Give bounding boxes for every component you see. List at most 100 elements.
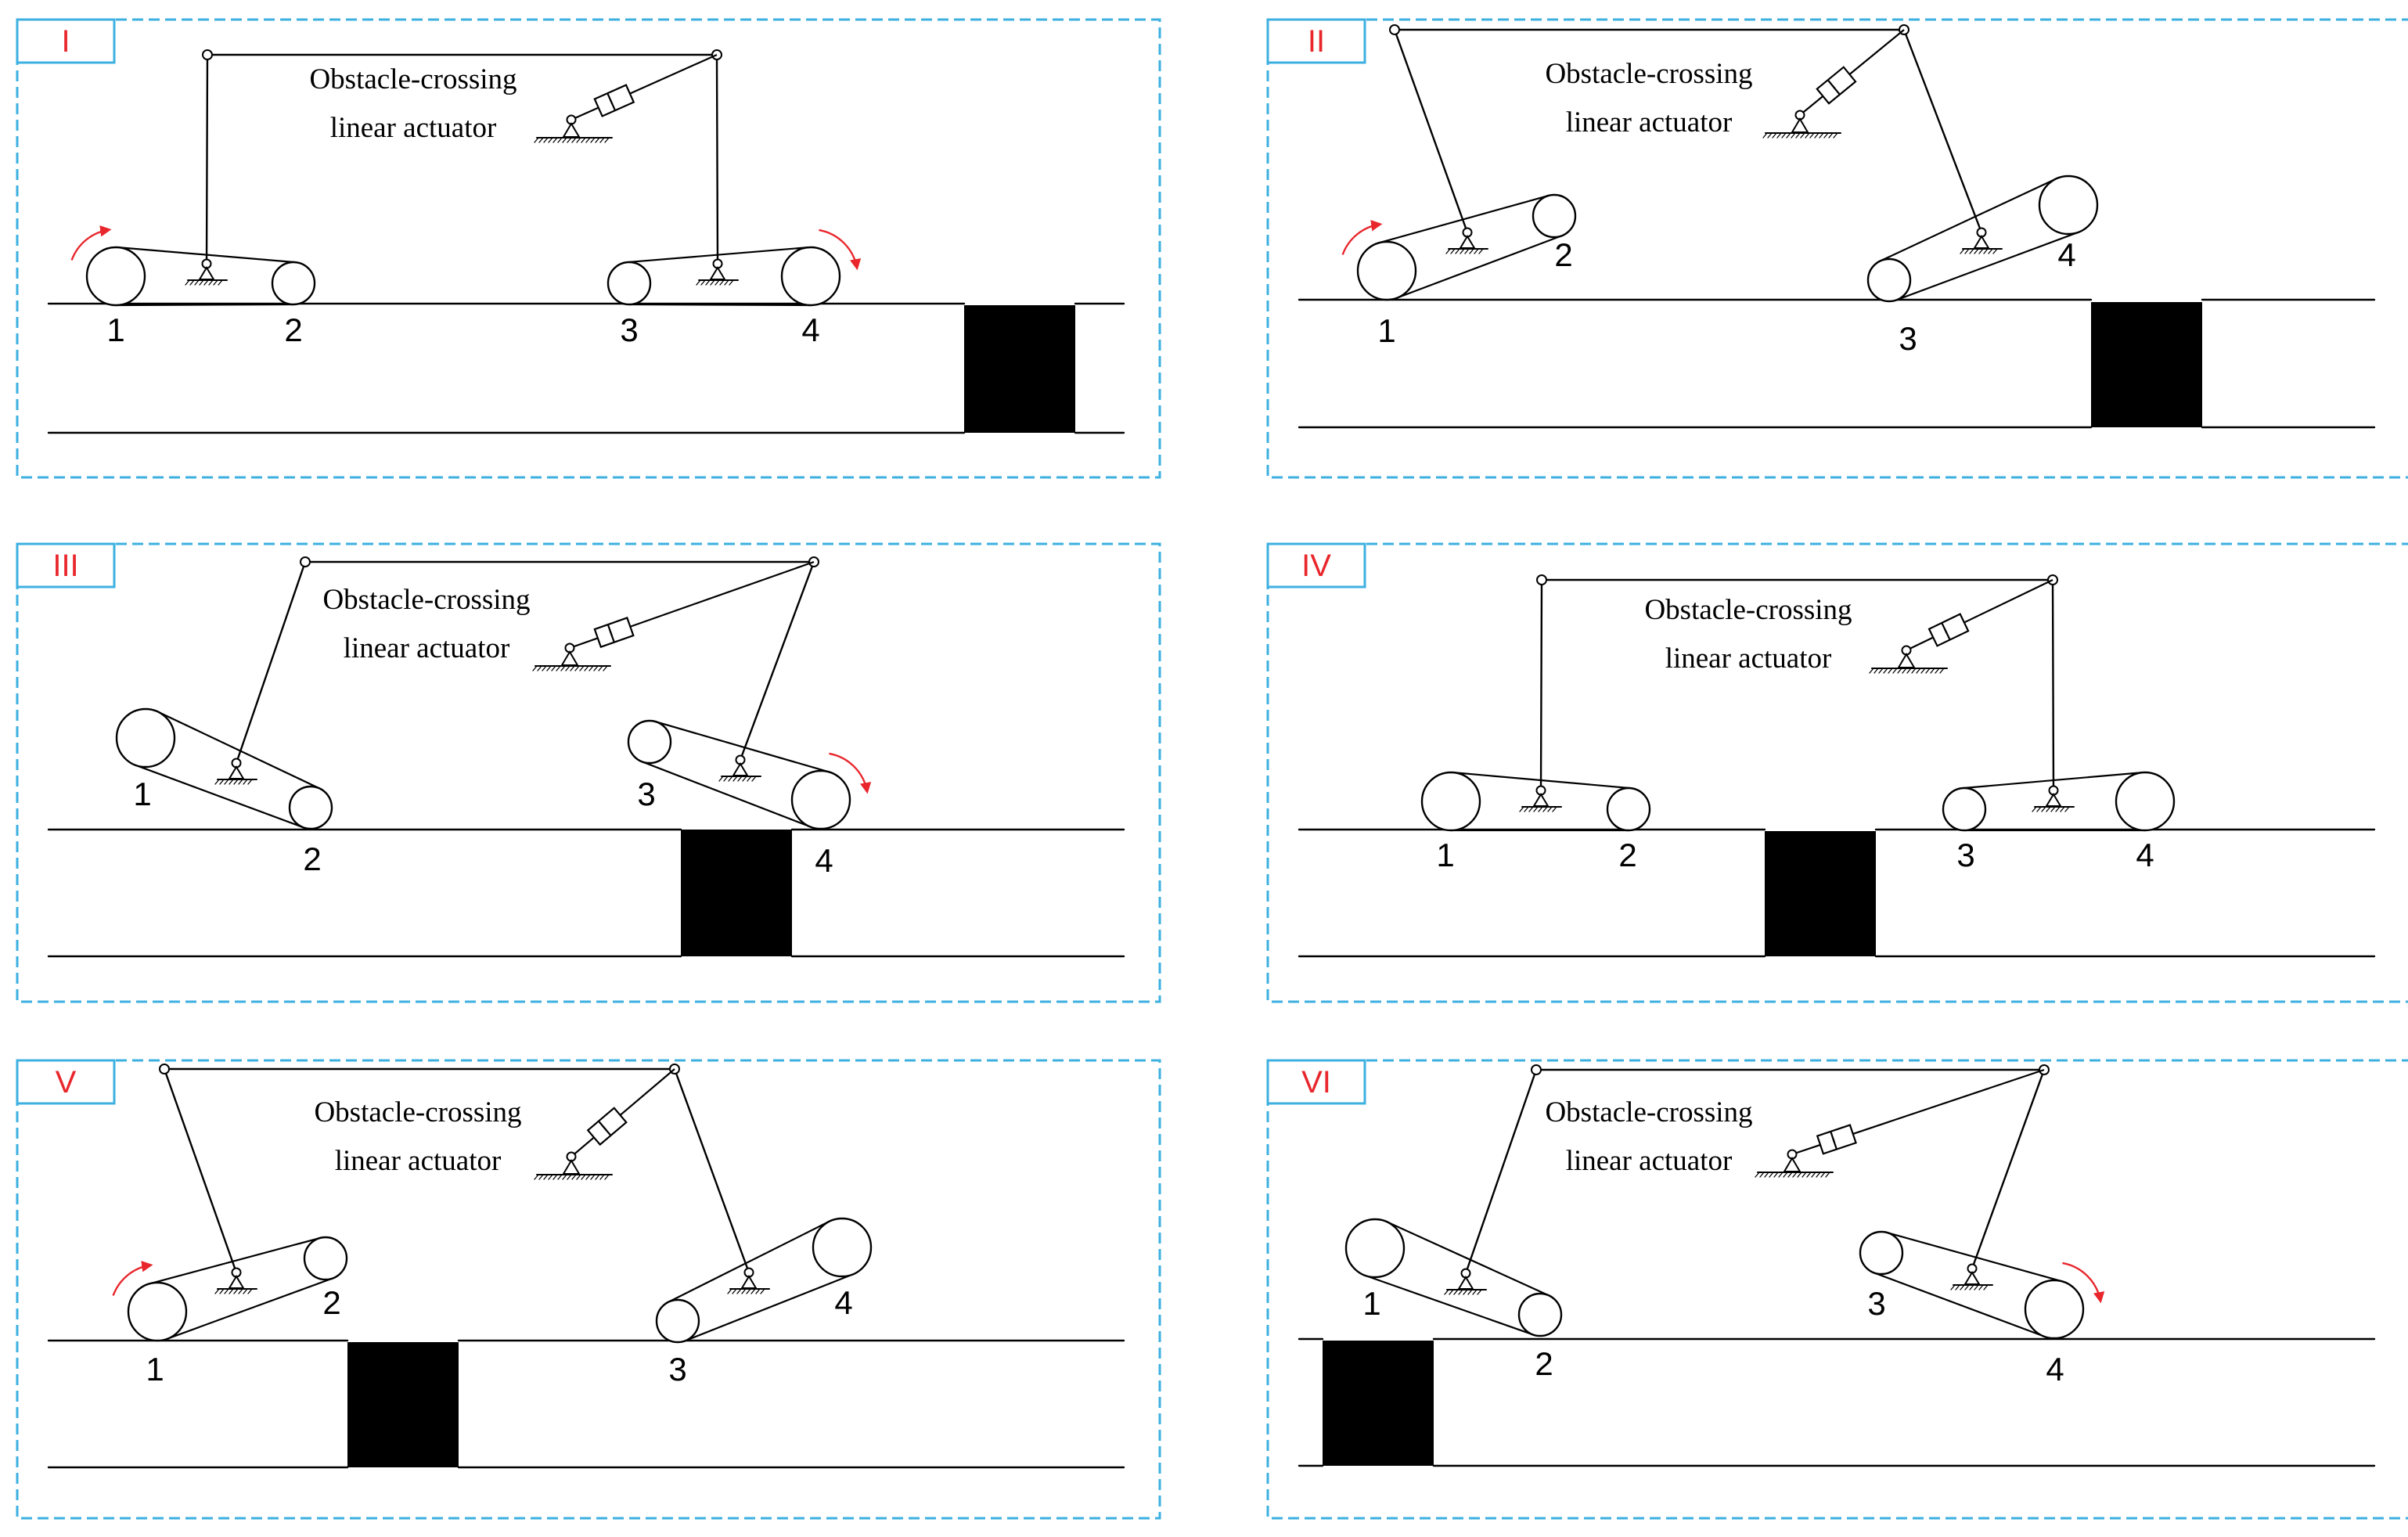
pivot-support: [1532, 793, 1550, 807]
belt-line: [667, 1220, 830, 1303]
hatch-stroke: [224, 779, 229, 785]
belt-line: [166, 1277, 334, 1340]
hatch-stroke: [750, 1288, 756, 1294]
frame-right-leg: [1902, 28, 1983, 234]
ground-hatch: [718, 776, 757, 782]
frame-right-leg: [739, 560, 815, 761]
hatch-stroke: [1792, 1172, 1798, 1178]
hatch-stroke: [1795, 132, 1801, 139]
pivot-support: [732, 762, 749, 776]
actuator-support: [562, 1159, 581, 1175]
hatch-stroke: [700, 279, 706, 286]
belt-line: [641, 761, 812, 828]
obstacle: [1765, 831, 1876, 956]
hatch-stroke: [595, 1174, 600, 1180]
hatch-stroke: [1820, 1172, 1826, 1178]
hatch-stroke: [718, 776, 724, 782]
wheel-label-3: 3: [1956, 837, 1974, 873]
hatch-stroke: [1467, 1289, 1473, 1295]
hatch-stroke: [1983, 248, 1989, 254]
hatch-stroke: [576, 137, 581, 143]
wheel-1: [85, 246, 146, 307]
hatch-stroke: [1983, 1284, 1989, 1290]
belt-line: [628, 303, 812, 307]
wheel-2: [303, 1236, 348, 1281]
hatch-stroke: [755, 1288, 761, 1294]
wheel-label-2: 2: [322, 1284, 340, 1321]
wheel-label-1: 1: [146, 1351, 164, 1388]
hatch-stroke: [189, 279, 195, 286]
hatch-stroke: [1759, 1172, 1765, 1178]
hatch-stroke: [1464, 248, 1470, 254]
hatch-stroke: [542, 665, 547, 671]
wheel-3: [627, 719, 672, 765]
hatch-stroke: [2036, 806, 2042, 812]
ground-hatch: [1444, 1289, 1482, 1295]
hatch-stroke: [229, 779, 234, 785]
ground-hatch: [1869, 668, 1945, 674]
hatch-stroke: [604, 1174, 610, 1180]
wheel-label-4: 4: [2046, 1351, 2064, 1388]
hatch-stroke: [243, 1288, 248, 1294]
belt-line: [157, 711, 321, 790]
ground-hatch: [532, 665, 608, 671]
wheel-2: [271, 261, 316, 306]
panel-label: IV: [1301, 549, 1331, 583]
frame-joint: [300, 556, 311, 567]
belt-line: [684, 1273, 854, 1342]
hatch-stroke: [2050, 806, 2056, 812]
hatch-stroke: [219, 779, 225, 785]
hatch-stroke: [247, 1288, 253, 1294]
hatch-stroke: [1873, 668, 1879, 674]
actuator-label-line-1: Obstacle-crossing: [322, 584, 530, 616]
panel-label-box: [16, 1059, 116, 1105]
hatch-stroke: [1773, 1172, 1779, 1178]
wheel-4: [2038, 175, 2099, 236]
hatch-stroke: [1902, 668, 1907, 674]
wheel-label-3: 3: [1867, 1285, 1885, 1322]
ground-hatch: [1960, 248, 1998, 254]
hatch-stroke: [1992, 248, 1998, 254]
hatch-stroke: [1988, 248, 1993, 254]
hatch-stroke: [219, 1288, 225, 1294]
wheel-3: [606, 261, 652, 306]
hatch-stroke: [1811, 1172, 1816, 1178]
wheel-2: [1532, 193, 1577, 239]
hatch-stroke: [571, 1174, 577, 1180]
actuator-rod: [1963, 579, 2053, 624]
belt-line: [1895, 231, 2080, 301]
hatch-stroke: [1764, 1172, 1769, 1178]
hatch-stroke: [1547, 806, 1553, 812]
wheel-4: [2115, 771, 2176, 832]
hatch-stroke: [1814, 132, 1819, 139]
belt-line: [1364, 1274, 1535, 1336]
wheel-label-4: 4: [2136, 837, 2154, 873]
ground-hatch: [696, 279, 734, 286]
frame-joint: [159, 1064, 170, 1074]
panel-frame: [16, 542, 1161, 1003]
actuator-piston-mark: [609, 631, 613, 636]
hatch-stroke: [1823, 132, 1829, 139]
hatch-stroke: [1802, 1172, 1807, 1178]
hatch-stroke: [229, 1288, 234, 1294]
actuator-support: [1783, 1157, 1802, 1172]
actuator-piston-mark: [602, 1125, 607, 1131]
hatch-stroke: [233, 1288, 239, 1294]
hatch-stroke: [570, 665, 575, 671]
belt-line: [1886, 1231, 2064, 1283]
wheel-label-1: 1: [1436, 837, 1454, 873]
wheel-3: [1859, 1230, 1904, 1276]
hatch-stroke: [604, 137, 610, 143]
hatch-stroke: [1762, 132, 1768, 139]
hatch-stroke: [571, 137, 577, 143]
actuator-support: [1791, 117, 1809, 133]
wheel-label-2: 2: [303, 840, 321, 877]
hatch-stroke: [714, 279, 720, 286]
wheel-1: [1356, 240, 1417, 301]
hatch-stroke: [598, 665, 603, 671]
frame-joint: [202, 49, 213, 60]
obstacle: [964, 305, 1075, 433]
